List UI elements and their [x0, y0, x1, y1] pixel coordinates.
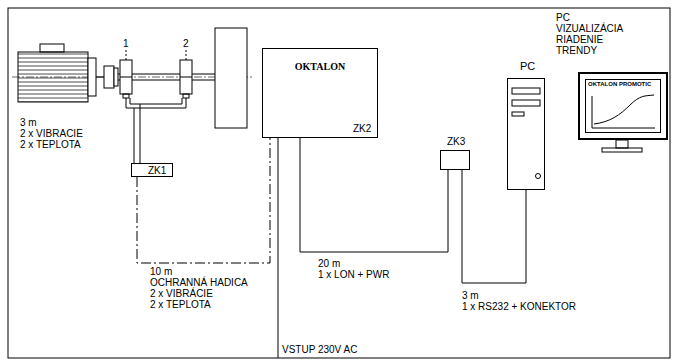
cable-note: 2 x VIBRÁCIE — [150, 288, 213, 299]
node-text: ZK2 — [353, 123, 371, 134]
pc-tower: PC — [507, 78, 545, 190]
cable — [137, 138, 270, 263]
junction-box: ZK1 — [131, 163, 173, 177]
node-title: ZK3 — [447, 136, 465, 147]
cable-note: 2 x TEPLOTA — [20, 139, 81, 150]
monitor-details — [592, 95, 655, 152]
cable-note: 3 m — [462, 290, 479, 301]
cable-note: 3 m — [20, 117, 37, 128]
node-title: PC VIZUALIZÁCIA RIADENIE TRENDY — [556, 12, 623, 56]
cable-note: 2 x VIBRACIE — [20, 128, 83, 139]
cable-note: VSTUP 230V AC — [282, 344, 357, 355]
node-title: OKTALON — [263, 61, 377, 72]
callout-number: 2 — [183, 38, 189, 49]
controller-box: OKTALON ZK2 — [262, 48, 378, 138]
cable-note: 10 m — [150, 266, 172, 277]
frame — [8, 8, 670, 358]
node-title: ZK1 — [148, 165, 166, 176]
callout-number: 1 — [123, 38, 129, 49]
motor-assembly — [12, 28, 252, 163]
junction-box: ZK3 — [440, 150, 470, 170]
cable-note: 1 x LON + PWR — [318, 269, 389, 280]
cable-note: OCHRANNÁ HADICA — [150, 277, 248, 288]
monitor-screen: OKTALON PROMOTIC — [585, 79, 661, 133]
cable-note: 1 x RS232 + KONEKTOR — [462, 301, 576, 312]
node-text: OKTALON PROMOTIC — [586, 80, 660, 89]
power-cable — [278, 138, 279, 358]
monitor: OKTALON PROMOTICPC VIZUALIZÁCIA RIADENIE… — [578, 72, 668, 140]
node-title: PC — [520, 60, 535, 72]
cable — [462, 170, 526, 283]
cable-note: 20 m — [318, 258, 340, 269]
cable — [300, 138, 448, 252]
pc-tower-details — [512, 88, 541, 179]
cable-note: 2 x TEPLOTA — [150, 299, 211, 310]
